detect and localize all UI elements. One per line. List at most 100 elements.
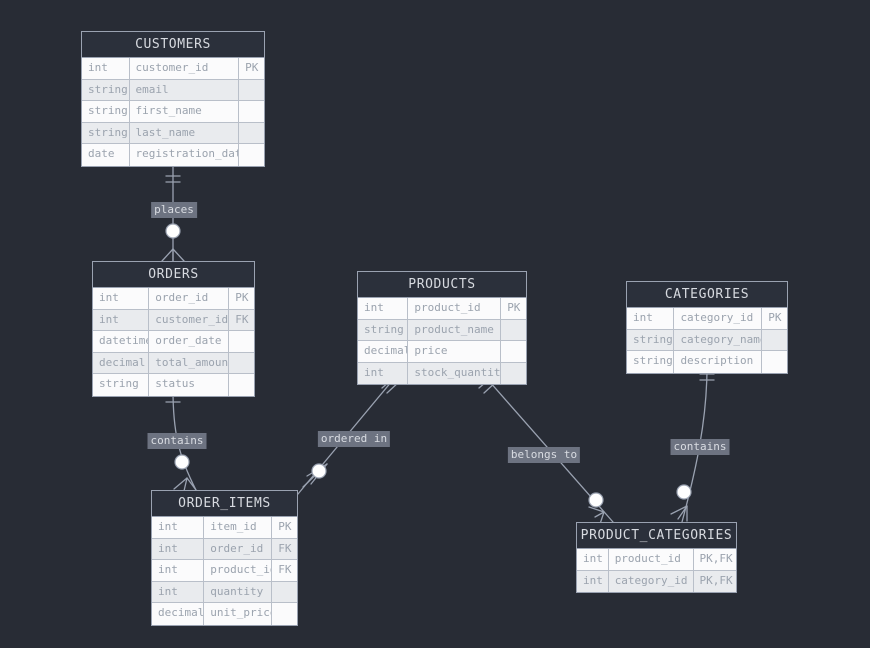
attribute-key [501, 320, 526, 341]
attribute-type: int [577, 570, 609, 592]
attribute-name: first_name [130, 101, 240, 122]
attribute-key: PK [278, 520, 292, 533]
attribute-type: int [152, 517, 205, 538]
attribute-name: last_name [130, 122, 240, 143]
attribute-key [501, 363, 526, 385]
attribute-key: PK [235, 291, 249, 304]
attribute-type: int [358, 298, 409, 319]
entity-title: ORDER_ITEMS [152, 491, 297, 517]
attribute-name: category_name [674, 329, 763, 350]
attribute-type: int [82, 58, 130, 79]
attribute-type: string [358, 319, 409, 340]
relationship-label: places [151, 202, 197, 218]
attribute-key: FK [278, 563, 292, 576]
attribute-key [239, 101, 264, 122]
entity-title: ORDERS [93, 262, 254, 288]
attribute-name: status [149, 374, 230, 396]
attribute-name: item_id [204, 517, 273, 538]
attribute-name: product_id [609, 549, 694, 570]
attribute-key: PK [245, 61, 259, 74]
attribute-name: order_id [204, 538, 273, 559]
attribute-key: PK,FK [699, 573, 733, 587]
attribute-name: quantity [204, 581, 273, 602]
attribute-type: datetime [93, 331, 150, 352]
attribute-name: customer_id [149, 309, 230, 330]
attribute-type: string [627, 329, 675, 350]
entity-title: PRODUCTS [358, 272, 526, 298]
relationship-label: contains [147, 433, 207, 449]
attribute-key [501, 341, 526, 362]
relationship-label: ordered in [317, 431, 391, 447]
attribute-type: int [152, 538, 205, 559]
attribute-key [762, 351, 787, 373]
attribute-key [229, 353, 254, 374]
entity-title: CATEGORIES [627, 282, 787, 308]
attribute-name: category_id [674, 308, 763, 329]
attribute-type: int [93, 288, 150, 309]
attribute-type: string [627, 351, 675, 373]
attribute-name: description [674, 351, 763, 373]
attribute-type: decimal [358, 341, 409, 362]
attribute-type: string [93, 374, 150, 396]
attribute-key: FK [278, 541, 292, 555]
attribute-name: total_amount [149, 352, 230, 373]
attribute-name: order_date [149, 331, 230, 352]
attribute-key [229, 374, 254, 396]
attribute-type: string [82, 79, 130, 100]
relationship-label: contains [670, 439, 730, 455]
attribute-name: registration_date [130, 144, 240, 166]
attribute-type: decimal [93, 352, 150, 373]
attribute-key: PK,FK [699, 552, 733, 565]
attribute-type: int [152, 581, 205, 602]
attribute-type: string [82, 122, 130, 143]
attribute-name: category_id [609, 570, 694, 592]
attribute-type: string [82, 101, 130, 122]
attribute-name: price [408, 341, 502, 362]
relationship-label: belongs to [507, 447, 581, 463]
attribute-key [762, 330, 787, 351]
entity-title: CUSTOMERS [82, 32, 264, 58]
attribute-name: product_id [408, 298, 502, 319]
attribute-name: order_id [149, 288, 230, 309]
attribute-key [229, 331, 254, 352]
attribute-name: email [130, 79, 240, 100]
attribute-name: stock_quantity [408, 362, 502, 384]
attribute-key [272, 582, 297, 603]
attribute-key: PK [768, 311, 782, 324]
attribute-key [239, 144, 264, 166]
attribute-type: date [82, 144, 130, 166]
attribute-key: FK [235, 312, 249, 326]
entity-title: PRODUCT_CATEGORIES [577, 523, 736, 549]
attribute-name: customer_id [130, 58, 240, 79]
attribute-type: int [627, 308, 675, 329]
